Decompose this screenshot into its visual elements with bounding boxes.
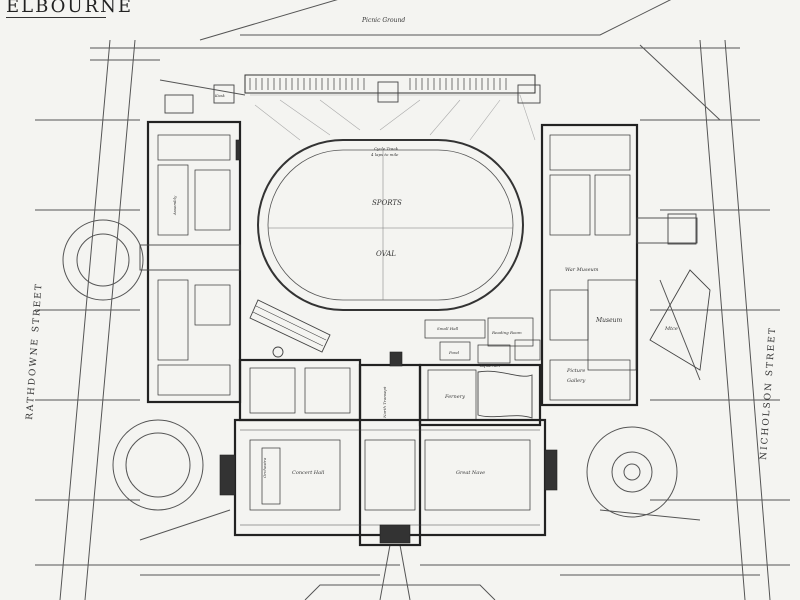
cycle-track-label: Cycle Track xyxy=(374,146,399,151)
picnic-ground-boundary xyxy=(199,0,672,41)
east-street-label: NICHOLSON STREET xyxy=(759,326,778,460)
nicholson-street-edges xyxy=(699,39,771,600)
aquarium-label: Aquarium xyxy=(479,363,500,368)
east-diagonal-paths xyxy=(639,44,721,381)
gallery-label: Gallery xyxy=(567,378,586,384)
east-side-paths xyxy=(420,119,790,566)
south-curve xyxy=(304,584,496,600)
reading-room-label: Reading Room xyxy=(491,330,522,335)
east-triangle-lawn xyxy=(649,269,711,371)
north-road xyxy=(90,47,740,61)
embankment xyxy=(164,74,541,141)
fernery-label: Fernery xyxy=(444,394,465,400)
north-transept-label: North Transept xyxy=(382,386,387,419)
sports-oval xyxy=(257,139,524,311)
south-east-diagonal xyxy=(560,509,760,576)
west-street-label: RATHDOWNE STREET xyxy=(25,282,45,420)
west-circle-south xyxy=(112,419,204,511)
north-west-path xyxy=(159,79,246,96)
small-hall-label: Small Hall xyxy=(437,326,459,331)
rathdowne-street-edges xyxy=(59,39,136,600)
pond-label: Pond xyxy=(448,350,460,355)
west-wing xyxy=(139,120,242,404)
museum-label: Museum xyxy=(595,317,623,324)
picnic-ground-label: Picnic Ground xyxy=(361,17,405,24)
map-title: ELBOURNE xyxy=(6,0,134,17)
war-museum-label: War Museum xyxy=(565,267,599,273)
orchestra-label: Orchestra xyxy=(262,457,267,478)
cycle-track-note: 4 laps to mile xyxy=(370,152,399,157)
concert-hall-label: Concert Hall xyxy=(292,470,325,476)
grandstand xyxy=(249,299,331,358)
sports-label: SPORTS xyxy=(372,199,402,207)
title-underline xyxy=(6,17,106,18)
picture-label: Picture xyxy=(566,368,585,374)
south-diagonal xyxy=(139,509,380,576)
roads xyxy=(35,0,790,600)
great-nave-label: Great Nave xyxy=(456,470,485,476)
oval-label: OVAL xyxy=(376,250,396,258)
south-axis xyxy=(379,544,411,600)
mtce-label: Mtce xyxy=(664,326,678,332)
kiosk-label: Kiosk xyxy=(214,94,225,98)
exhibition-building xyxy=(219,351,558,547)
east-circle xyxy=(586,426,678,518)
west-side-paths xyxy=(35,119,400,566)
west-circle-north xyxy=(62,219,144,301)
assembly-label: Assembly xyxy=(172,195,177,216)
east-wing xyxy=(540,123,711,407)
